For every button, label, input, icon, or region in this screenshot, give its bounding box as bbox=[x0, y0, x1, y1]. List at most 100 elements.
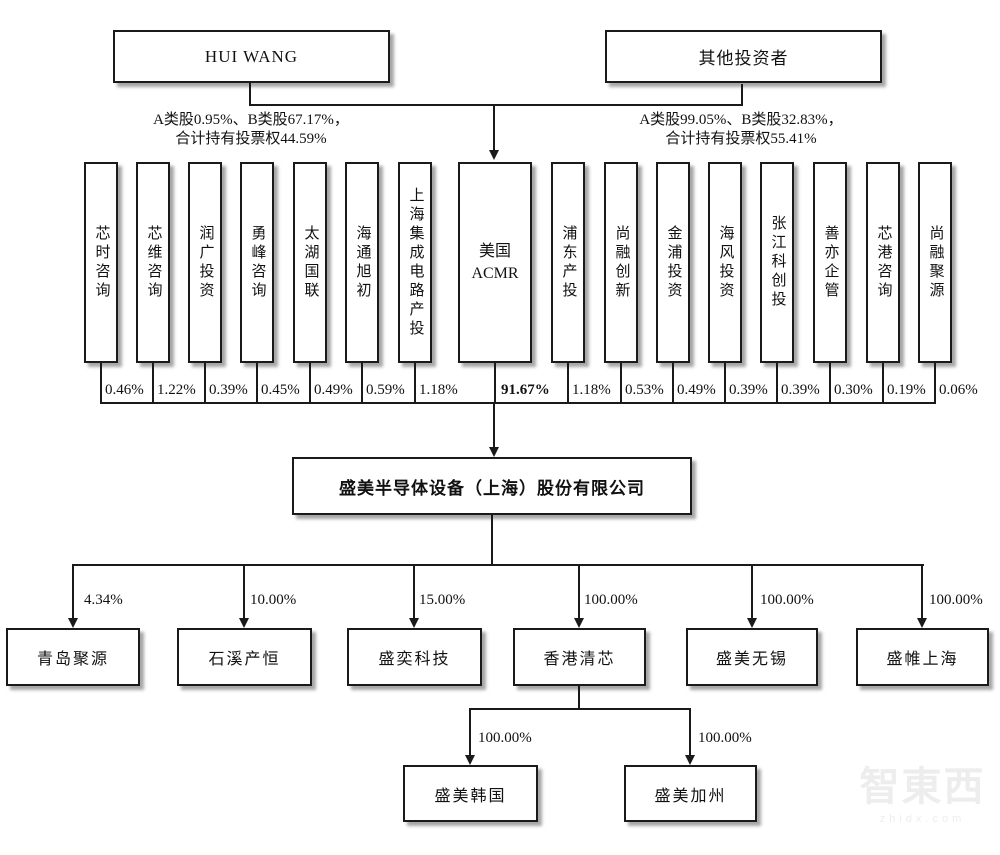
shareholder-label: 张江科创投 bbox=[769, 215, 786, 310]
shareholder-box-xinshi: 芯时咨询 bbox=[84, 162, 118, 363]
connector-line bbox=[493, 402, 495, 448]
pct-label: 1.22% bbox=[157, 382, 196, 398]
connector-line bbox=[882, 363, 884, 404]
connector-line bbox=[152, 363, 154, 404]
connector-line bbox=[751, 564, 753, 619]
pct-label: 0.06% bbox=[939, 382, 978, 398]
connector-line bbox=[309, 363, 311, 404]
shareholder-box-runguang: 润广投资 bbox=[188, 162, 222, 363]
shareholder-box-xinwei: 芯维咨询 bbox=[136, 162, 170, 363]
shareholder-box-zhangjiang: 张江科创投 bbox=[760, 162, 794, 363]
node-shengmei-korea: 盛美韩国 bbox=[403, 765, 538, 822]
connector-line bbox=[100, 363, 102, 404]
connector-line bbox=[256, 363, 258, 404]
subsidiary-label: 盛帷上海 bbox=[886, 651, 959, 668]
pct-label: 0.30% bbox=[834, 382, 873, 398]
shareholder-label: 尚融聚源 bbox=[927, 224, 944, 301]
connector-line bbox=[724, 363, 726, 404]
arrowhead bbox=[489, 150, 499, 160]
connector-line bbox=[741, 84, 743, 106]
pct-label: 0.49% bbox=[314, 382, 353, 398]
connector-line bbox=[249, 104, 743, 106]
connector-line bbox=[72, 564, 924, 566]
shareholder-box-yongfeng: 勇峰咨询 bbox=[240, 162, 274, 363]
node-company: 盛美半导体设备（上海）股份有限公司 bbox=[292, 457, 692, 515]
pct-label: 0.39% bbox=[729, 382, 768, 398]
node-shengmei-california: 盛美加州 bbox=[624, 765, 757, 822]
pct-label: 1.18% bbox=[572, 382, 611, 398]
shareholder-box-haitong: 海通旭初 bbox=[345, 162, 379, 363]
arrowhead bbox=[68, 618, 78, 628]
arrowhead bbox=[747, 618, 757, 628]
pct-label: 0.39% bbox=[781, 382, 820, 398]
pct-label: 4.34% bbox=[84, 592, 123, 608]
node-other-investors: 其他投资者 bbox=[605, 30, 882, 83]
connector-line bbox=[689, 708, 691, 756]
node-hui-wang: HUI WANG bbox=[113, 30, 390, 83]
shareholder-box-shangrong1: 尚融创新 bbox=[604, 162, 638, 363]
connector-line bbox=[243, 564, 245, 619]
connector-line bbox=[829, 363, 831, 404]
shareholder-label: 海风投资 bbox=[717, 224, 734, 301]
connector-line bbox=[249, 83, 251, 106]
pct-label: 0.53% bbox=[625, 382, 664, 398]
shareholder-label: 上海集成电路产投 bbox=[407, 186, 424, 339]
arrowhead bbox=[409, 618, 419, 628]
node-shixi-chanheng: 石溪产恒 bbox=[177, 628, 312, 686]
shareholder-label: 尚融创新 bbox=[613, 224, 630, 301]
hui-wang-label: HUI WANG bbox=[204, 46, 299, 66]
watermark-logo: 智東西 bbox=[859, 765, 986, 809]
subsidiary-label: 石溪产恒 bbox=[208, 651, 281, 668]
note-line: 合计持有投票权55.41% bbox=[665, 131, 817, 147]
connector-line bbox=[469, 708, 691, 710]
connector-line bbox=[921, 564, 923, 619]
shareholder-label: 太湖国联 bbox=[302, 224, 319, 301]
shareholder-box-xingang: 芯港咨询 bbox=[866, 162, 900, 363]
shareholder-box-taihu: 太湖国联 bbox=[293, 162, 327, 363]
connector-line bbox=[934, 363, 936, 404]
connector-line bbox=[469, 708, 471, 756]
pct-label: 15.00% bbox=[419, 592, 466, 608]
shareholder-box-jinpu: 金浦投资 bbox=[656, 162, 690, 363]
company-name: 盛美半导体设备（上海）股份有限公司 bbox=[339, 478, 645, 498]
zhidx-watermark: 智東西 zhidx.com bbox=[845, 763, 1000, 825]
shareholder-label: 芯港咨询 bbox=[875, 224, 892, 301]
shareholder-box-haifeng: 海风投资 bbox=[708, 162, 742, 363]
subsidiary-label: 盛美加州 bbox=[654, 787, 727, 805]
shareholder-box-shanyi: 善亦企管 bbox=[813, 162, 847, 363]
arrowhead bbox=[489, 447, 499, 457]
node-shengwei-shanghai: 盛帷上海 bbox=[856, 628, 989, 686]
connector-line bbox=[100, 402, 936, 404]
shareholder-label: 金浦投资 bbox=[665, 224, 682, 301]
connector-line bbox=[494, 363, 496, 404]
shareholder-box-shangrong2: 尚融聚源 bbox=[918, 162, 952, 363]
connector-line bbox=[672, 363, 674, 404]
pct-label: 0.46% bbox=[105, 382, 144, 398]
note-line: 合计持有投票权44.59% bbox=[175, 131, 327, 147]
pct-label: 100.00% bbox=[698, 730, 752, 746]
acmr-label-line2: ACMR bbox=[471, 264, 519, 282]
watermark-url: zhidx.com bbox=[879, 813, 966, 825]
pct-label: 100.00% bbox=[929, 592, 983, 608]
shareholder-label: 善亦企管 bbox=[822, 224, 839, 301]
pct-label: 10.00% bbox=[250, 592, 297, 608]
subsidiary-label: 香港清芯 bbox=[543, 651, 616, 668]
pct-label: 1.18% bbox=[419, 382, 458, 398]
acmr-label: 美国 ACMR bbox=[471, 241, 518, 284]
node-hk-qingxin: 香港清芯 bbox=[513, 628, 646, 686]
connector-line bbox=[567, 363, 569, 404]
arrowhead bbox=[465, 755, 475, 765]
pct-label-acmr: 91.67% bbox=[501, 382, 550, 398]
arrowhead bbox=[917, 618, 927, 628]
connector-line bbox=[578, 686, 580, 710]
shareholder-label: 浦东产投 bbox=[560, 224, 577, 301]
shareholder-box-shic: 上海集成电路产投 bbox=[398, 162, 432, 363]
arrowhead bbox=[574, 618, 584, 628]
pct-label: 0.45% bbox=[261, 382, 300, 398]
pct-label: 0.39% bbox=[209, 382, 248, 398]
note-line: A类股99.05%、B类股32.83%， bbox=[639, 112, 843, 128]
pct-label: 100.00% bbox=[478, 730, 532, 746]
pct-label: 100.00% bbox=[584, 592, 638, 608]
connector-line bbox=[620, 363, 622, 404]
